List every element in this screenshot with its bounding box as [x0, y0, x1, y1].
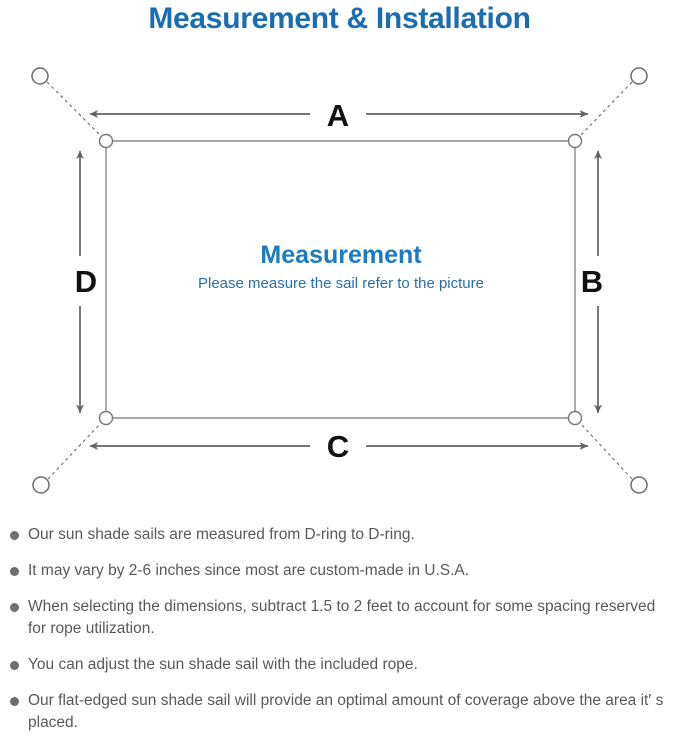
dimension-label-c: C [327, 429, 349, 464]
rope-bottom-left [47, 422, 102, 480]
rope-bottom-right [579, 422, 633, 480]
anchor-top-left [31, 67, 49, 85]
list-item: When selecting the dimensions, subtract … [0, 596, 679, 640]
bullet-icon [10, 697, 19, 706]
list-item-text: When selecting the dimensions, subtract … [28, 598, 656, 637]
anchor-bottom-left [32, 476, 50, 494]
bullet-icon [10, 661, 19, 670]
bullet-icon [10, 603, 19, 612]
dimension-label-d: D [75, 264, 97, 299]
list-item: Our sun shade sails are measured from D-… [0, 524, 679, 546]
list-item: Our flat-edged sun shade sail will provi… [0, 690, 679, 734]
diagram-canvas: A C D B [31, 67, 648, 494]
list-item-text: You can adjust the sun shade sail with t… [28, 656, 418, 673]
page-title: Measurement & Installation [148, 2, 531, 35]
sun-shade-sail-measurement-diagram: A C D B Measurement Please measure the s… [0, 48, 679, 518]
list-item: It may vary by 2-6 inches since most are… [0, 560, 679, 582]
list-item: You can adjust the sun shade sail with t… [0, 654, 679, 676]
rope-top-left [46, 81, 102, 137]
list-item-text: Our sun shade sails are measured from D-… [28, 526, 415, 543]
sail-rectangle [105, 140, 576, 419]
bullet-icon [10, 567, 19, 576]
anchor-top-right [630, 67, 648, 85]
list-item-text: It may vary by 2-6 inches since most are… [28, 562, 470, 579]
d-ring-bottom-left [98, 410, 114, 426]
dimension-label-b: B [581, 264, 603, 299]
anchor-bottom-right [630, 476, 648, 494]
anchor-points-group [31, 67, 648, 494]
dimension-label-a: A [327, 98, 349, 133]
anchor-rope-lines [46, 81, 633, 480]
bullet-icon [10, 531, 19, 540]
d-ring-top-right [567, 133, 583, 149]
rope-top-right [579, 81, 633, 137]
d-ring-top-left [98, 133, 114, 149]
list-item-text: Our flat-edged sun shade sail will provi… [28, 692, 664, 731]
d-rings-group [98, 133, 583, 426]
notes-list: Our sun shade sails are measured from D-… [0, 524, 679, 734]
d-ring-bottom-right [567, 410, 583, 426]
